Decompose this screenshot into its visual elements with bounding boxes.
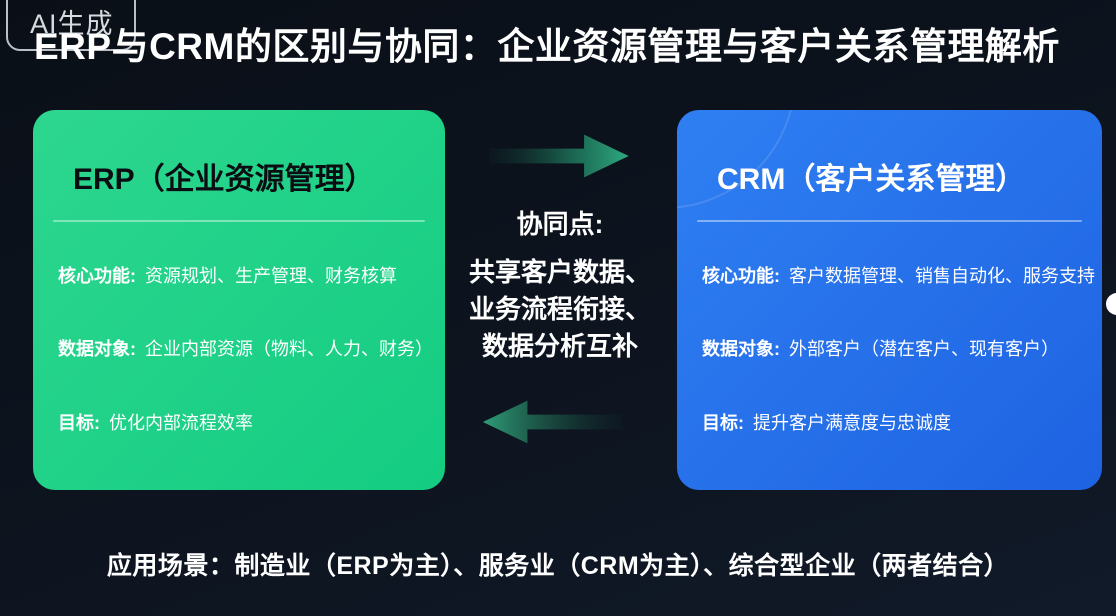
crm-card: CRM（客户关系管理） 核心功能: 客户数据管理、销售自动化、服务支持 数据对象… (677, 110, 1102, 490)
ai-generated-badge: AI生成 (6, 0, 136, 51)
ai-generated-badge-label: AI生成 (30, 9, 114, 39)
erp-row-label: 核心功能: (58, 266, 136, 286)
arrow-right-icon (489, 134, 629, 178)
synergy-line: 数据分析互补 (481, 331, 638, 361)
erp-card: ERP（企业资源管理） 核心功能: 资源规划、生产管理、财务核算 数据对象: 企… (33, 110, 445, 490)
crm-row-label: 目标: (702, 413, 744, 433)
crm-row-goal: 目标: 提升客户满意度与忠诚度 (702, 409, 1092, 435)
application-scenarios-text: 应用场景：制造业（ERP为主）、服务业（CRM为主）、综合型企业（两者结合） (106, 552, 1010, 580)
crm-row-core-functions: 核心功能: 客户数据管理、销售自动化、服务支持 (702, 262, 1095, 288)
arrow-left-icon (482, 400, 623, 444)
crm-card-divider (697, 220, 1082, 222)
erp-card-title: ERP（企业资源管理） (73, 163, 375, 196)
crm-row-value: 提升客户满意度与忠诚度 (753, 413, 951, 433)
erp-row-goal: 目标: 优化内部流程效率 (58, 409, 435, 435)
erp-row-value: 优化内部流程效率 (109, 413, 253, 433)
synergy-line: 业务流程衔接、 (468, 294, 651, 324)
erp-card-divider (53, 220, 425, 222)
page-title: ERP与CRM的区别与协同：企业资源管理与客户关系管理解析 (34, 26, 1060, 67)
crm-row-label: 数据对象: (702, 339, 780, 359)
crm-row-value: 外部客户（潜在客户、现有客户） (789, 339, 1059, 359)
crm-card-title: CRM（客户关系管理） (717, 163, 1026, 196)
synergy-heading: 协同点: (516, 209, 604, 239)
erp-row-label: 数据对象: (58, 339, 136, 359)
erp-row-value: 企业内部资源（物料、人力、财务） (145, 339, 433, 359)
crm-row-value: 客户数据管理、销售自动化、服务支持 (789, 266, 1095, 286)
erp-row-label: 目标: (58, 413, 100, 433)
erp-row-data-objects: 数据对象: 企业内部资源（物料、人力、财务） (58, 335, 435, 361)
crm-row-data-objects: 数据对象: 外部客户（潜在客户、现有客户） (702, 335, 1092, 361)
synergy-line: 共享客户数据、 (468, 257, 651, 287)
erp-row-value: 资源规划、生产管理、财务核算 (145, 266, 397, 286)
edge-dot-decoration (1106, 293, 1116, 315)
crm-row-label: 核心功能: (702, 266, 780, 286)
erp-row-core-functions: 核心功能: 资源规划、生产管理、财务核算 (58, 262, 435, 288)
synergy-lines: 共享客户数据、 业务流程衔接、 数据分析互补 (438, 254, 682, 365)
